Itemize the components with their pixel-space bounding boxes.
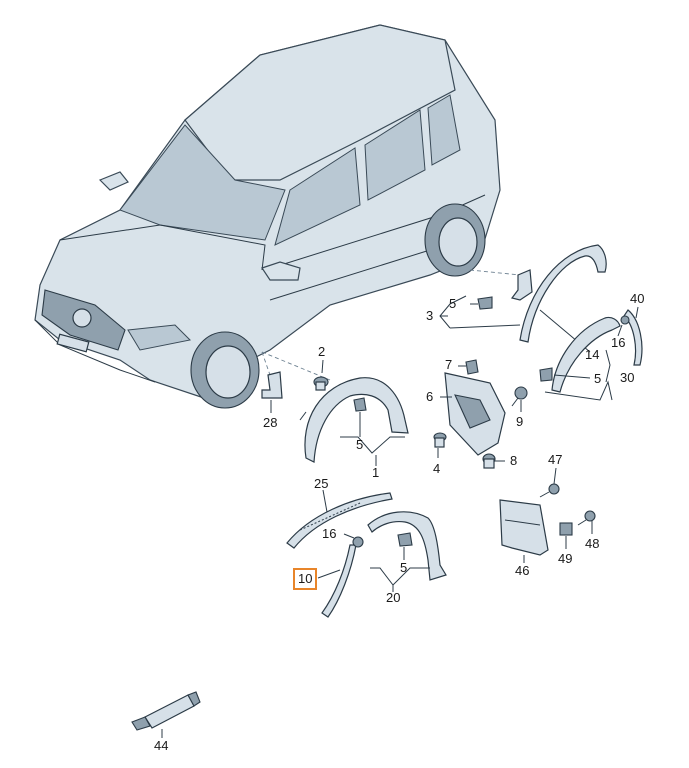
label-10-highlighted[interactable]: 10: [293, 568, 318, 590]
label-40: 40: [630, 291, 645, 306]
part-25-seal: [286, 492, 393, 549]
leader-line: [261, 351, 271, 376]
part-48-screw: [577, 510, 596, 534]
part-16-clip: [343, 533, 364, 548]
vehicle-illustration: [34, 24, 501, 409]
part-30-lower-arch: [551, 316, 621, 393]
label-5-right: 5: [594, 371, 602, 386]
label-47: 47: [548, 452, 563, 467]
part-14-rear-arch: [519, 244, 607, 343]
part-40-trim: [623, 309, 643, 366]
label-5-front: 5: [356, 437, 364, 452]
label-14: 14: [585, 347, 600, 362]
label-1: 1: [372, 465, 380, 480]
label-6: 6: [426, 389, 434, 404]
part-46-mudflap: [499, 499, 549, 556]
part-1-wheel-arch: [304, 377, 409, 463]
part-10-trim: [321, 544, 357, 618]
label-28: 28: [263, 415, 278, 430]
part-4-clip: [433, 432, 447, 458]
label-48: 48: [585, 536, 600, 551]
part-28-bracket: [261, 371, 283, 399]
part-49-nut: [559, 522, 573, 549]
label-20: 20: [386, 590, 401, 605]
label-4: 4: [433, 461, 441, 476]
label-9: 9: [516, 414, 524, 429]
label-2: 2: [318, 344, 326, 359]
part-9-screw: [511, 386, 528, 412]
label-5-top: 5: [449, 296, 457, 311]
label-16-mid: 16: [322, 526, 337, 541]
label-16-right: 16: [611, 335, 626, 350]
part-47-screw: [539, 467, 560, 498]
part-2-clip: [313, 359, 329, 391]
label-49: 49: [558, 551, 573, 566]
part-7-nut: [465, 359, 479, 375]
part-20-wheel-arch: [367, 511, 447, 581]
label-3: 3: [426, 308, 434, 323]
label-44: 44: [154, 738, 169, 753]
label-5-lower: 5: [400, 560, 408, 575]
leader-line: [469, 269, 521, 276]
part-44-adhesive-tube: [131, 691, 201, 738]
label-25: 25: [314, 476, 329, 491]
leader-line: [261, 351, 331, 381]
label-46: 46: [515, 563, 530, 578]
label-7: 7: [445, 357, 453, 372]
label-8: 8: [510, 453, 518, 468]
label-30: 30: [620, 370, 635, 385]
part-8-nut: [482, 453, 505, 469]
